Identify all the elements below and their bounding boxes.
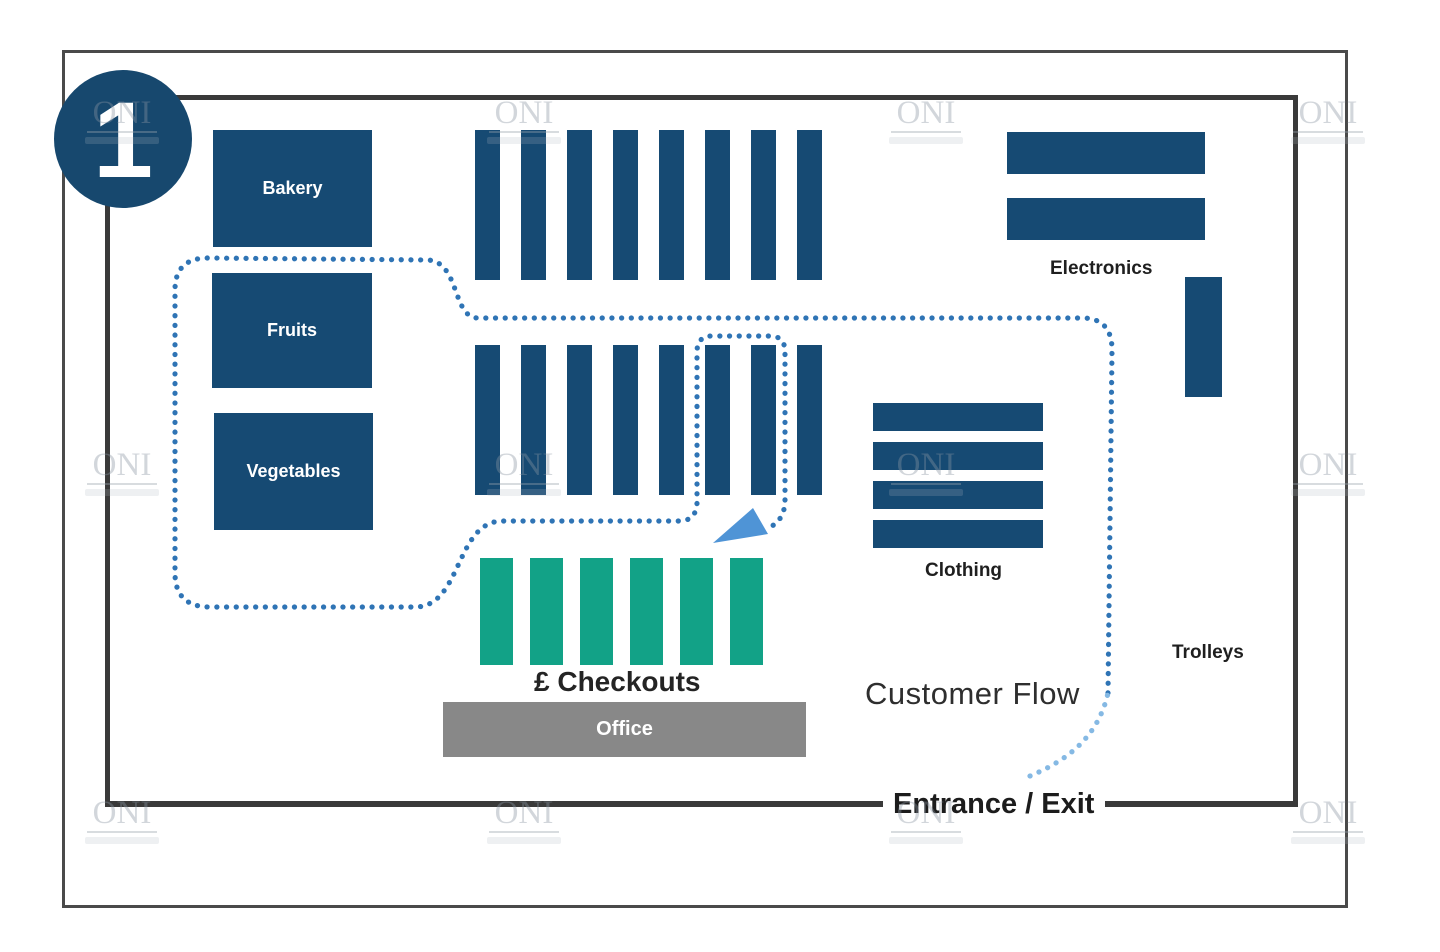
- checkout-lane: [580, 558, 613, 665]
- step-number: 1: [92, 78, 154, 200]
- clothing-rack: [873, 403, 1043, 431]
- step-number-badge: 1: [54, 70, 192, 208]
- checkout-lane: [630, 558, 663, 665]
- aisle-shelf: [751, 345, 776, 495]
- checkouts-label: £ Checkouts: [534, 666, 701, 697]
- aisle-shelf: [705, 130, 730, 280]
- checkout-lane: [730, 558, 763, 665]
- aisle-row-top: [475, 130, 822, 280]
- bakery-area: Bakery: [213, 130, 372, 247]
- aisle-shelf: [521, 345, 546, 495]
- aisle-shelf: [659, 345, 684, 495]
- trolleys-label: Trolleys: [1172, 642, 1244, 663]
- inner-wall-bottom-left: [105, 801, 883, 807]
- aisle-shelf: [705, 345, 730, 495]
- electronics-shelves: [1007, 132, 1205, 240]
- clothing-label: Clothing: [925, 560, 1003, 581]
- aisle-shelf: [475, 130, 500, 280]
- inner-wall-left: [105, 150, 110, 807]
- clothing-rack: [873, 442, 1043, 470]
- aisle-shelf: [567, 345, 592, 495]
- checkout-lane: [680, 558, 713, 665]
- customer-flow-label: Customer Flow: [865, 676, 1080, 711]
- aisle-row-middle: [475, 345, 822, 495]
- aisle-shelf: [521, 130, 546, 280]
- aisle-shelf: [613, 345, 638, 495]
- inner-wall-bottom-right: [1105, 801, 1298, 807]
- aisle-shelf: [475, 345, 500, 495]
- outer-frame: [62, 50, 1348, 908]
- clothing-rack: [873, 520, 1043, 548]
- clothing-racks: [873, 403, 1043, 548]
- clothing-rack: [873, 481, 1043, 509]
- checkout-lanes: [480, 558, 763, 665]
- inner-wall-right: [1293, 95, 1298, 807]
- aisle-shelf: [613, 130, 638, 280]
- checkout-lane: [530, 558, 563, 665]
- entrance-exit-label: Entrance / Exit: [893, 788, 1095, 820]
- office-label: Office: [596, 718, 653, 740]
- office-area: Office: [443, 702, 806, 757]
- aisle-shelf: [751, 130, 776, 280]
- electronics-shelf: [1007, 132, 1205, 174]
- checkout-lane: [480, 558, 513, 665]
- aisle-shelf: [567, 130, 592, 280]
- vegetables-label: Vegetables: [246, 461, 341, 481]
- aisle-shelf: [797, 130, 822, 280]
- electronics-label: Electronics: [1050, 258, 1153, 279]
- fruits-label: Fruits: [266, 320, 317, 340]
- aisle-shelf: [797, 345, 822, 495]
- bakery-label: Bakery: [262, 178, 323, 198]
- electronics-shelf: [1007, 198, 1205, 240]
- vegetables-area: Vegetables: [214, 413, 373, 530]
- fruits-area: Fruits: [212, 273, 372, 388]
- inner-wall-top: [108, 95, 1298, 100]
- electronics-endcap-shelf: [1185, 277, 1222, 397]
- aisle-shelf: [659, 130, 684, 280]
